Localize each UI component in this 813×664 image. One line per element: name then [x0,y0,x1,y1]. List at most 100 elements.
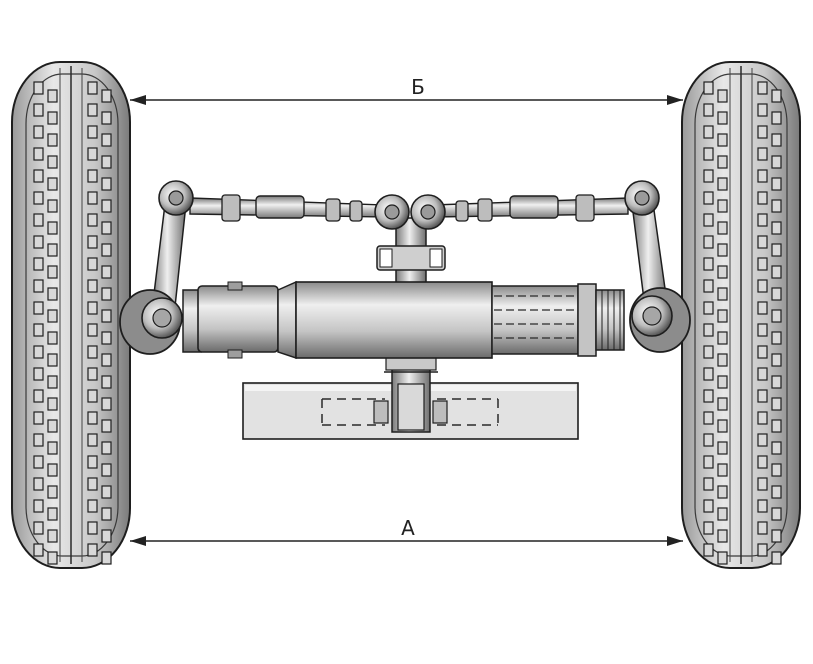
tread-block [771,485,782,499]
tread-block [703,323,714,337]
tread-block [717,551,728,565]
tread-block [771,463,782,477]
tread-block [717,353,728,367]
tread-block [33,147,44,161]
tread-block [757,235,768,249]
tread-block [757,455,768,469]
tread-block [87,433,98,447]
tread-block [101,155,112,169]
tread-block [717,309,728,323]
tread-block [757,345,768,359]
tread-block [757,323,768,337]
tread-block [101,485,112,499]
tread-block [101,243,112,257]
tread-block [87,279,98,293]
tread-block [87,323,98,337]
tread-block [87,455,98,469]
tread-block [717,375,728,389]
tread-block [717,485,728,499]
tread-block [101,375,112,389]
tread-block [47,133,58,147]
tread-block [771,265,782,279]
tread-block [757,191,768,205]
dimension-b: Б [130,75,683,105]
tread-block [703,301,714,315]
tread-block [87,169,98,183]
tread-block [101,287,112,301]
tread-block [717,419,728,433]
tread-block [717,265,728,279]
tread-block [771,133,782,147]
left-hub-joint [119,289,183,355]
upper-pivot [376,217,446,291]
tread-block [703,389,714,403]
tread-block [101,331,112,345]
tread-block [703,147,714,161]
tread-block [703,257,714,271]
tread-block [757,147,768,161]
tread-block [703,345,714,359]
tread-block [47,111,58,125]
tread-block [717,529,728,543]
tread-block [757,499,768,513]
tread-block [703,521,714,535]
tread-block [47,507,58,521]
tread-block [87,147,98,161]
tread-block [33,499,44,513]
tread-block [87,411,98,425]
tread-block [757,411,768,425]
tread-block [47,177,58,191]
tread-block [771,441,782,455]
tread-block [757,433,768,447]
tread-block [757,169,768,183]
tread-block [703,169,714,183]
tread-block [101,133,112,147]
tread-block [33,389,44,403]
tread-block [33,213,44,227]
tread-block [703,235,714,249]
tread-block [87,499,98,513]
tread-block [703,213,714,227]
tread-block [87,389,98,403]
tread-block [101,111,112,125]
tread-block [47,309,58,323]
tread-block [703,367,714,381]
tread-block [717,397,728,411]
tread-block [717,155,728,169]
tread-block [717,331,728,345]
tread-block [87,543,98,557]
tread-block [771,221,782,235]
tread-block [101,177,112,191]
tread-block [101,353,112,367]
tread-block [771,243,782,257]
tread-block [87,191,98,205]
tread-block [703,411,714,425]
tread-block [717,133,728,147]
tread-block [771,199,782,213]
tread-block [47,199,58,213]
tread-block [101,507,112,521]
tread-block [771,177,782,191]
tread-block [33,345,44,359]
tread-block [33,301,44,315]
tread-block [33,411,44,425]
tread-block [47,331,58,345]
tread-block [717,287,728,301]
tread-block [771,353,782,367]
tread-block [771,529,782,543]
tread-block [771,397,782,411]
tread-block [87,521,98,535]
tread-block [33,279,44,293]
tread-block [87,81,98,95]
tread-block [757,543,768,557]
tread-block [33,191,44,205]
center-ball-joints [374,194,446,230]
tread-block [757,257,768,271]
tread-block [33,521,44,535]
right-hub-joint [629,287,691,353]
tread-block [101,463,112,477]
tread-block [101,221,112,235]
tread-block [87,235,98,249]
tread-block [771,551,782,565]
tread-block [33,125,44,139]
